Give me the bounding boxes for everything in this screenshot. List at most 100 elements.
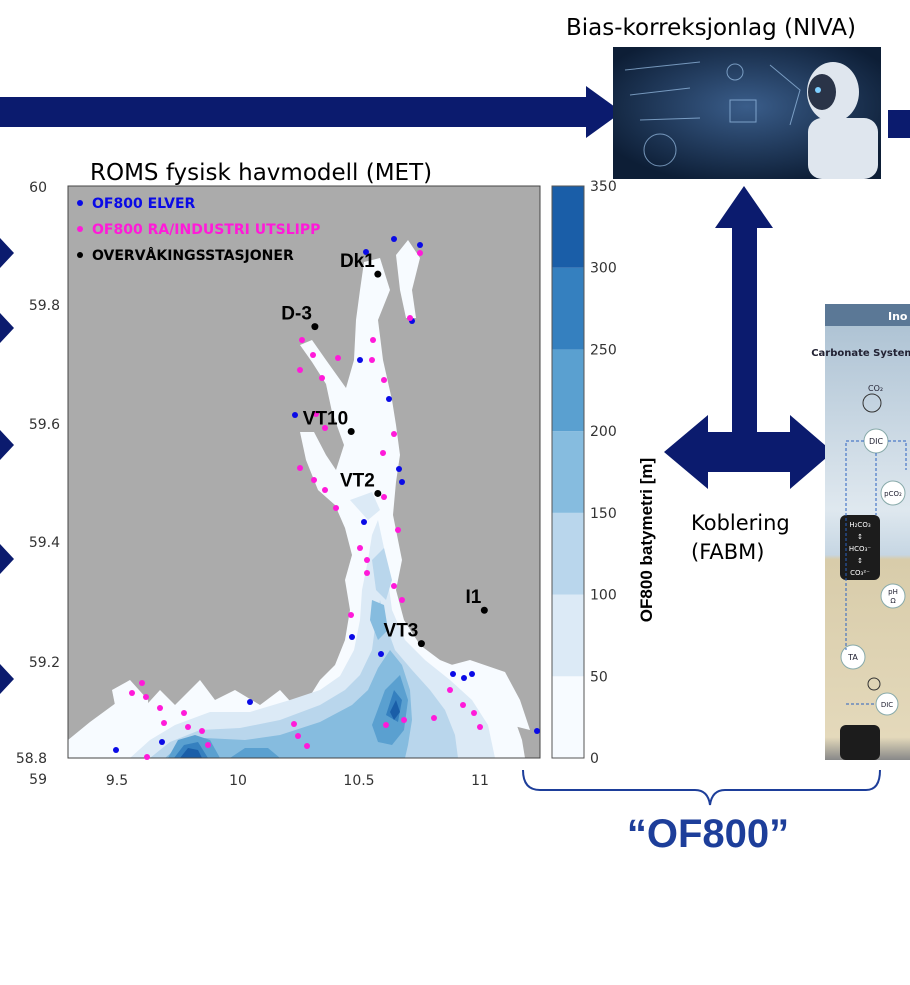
- river-point: [113, 747, 119, 753]
- colorbar-segment: [552, 594, 584, 677]
- river-point: [159, 739, 165, 745]
- station-label: VT2: [340, 470, 375, 491]
- station-label: D-3: [281, 304, 312, 325]
- river-point: [391, 236, 397, 242]
- river-point: [292, 412, 298, 418]
- industry-point: [431, 715, 437, 721]
- river-point: [396, 466, 402, 472]
- river-point: [469, 671, 475, 677]
- industry-point: [299, 337, 305, 343]
- coupling-label-1: Koblering: [691, 511, 790, 535]
- output-arrow-stub: [888, 110, 910, 138]
- carbonate-species-text: ↕: [857, 533, 863, 541]
- legend-station-label: OVERVÅKINGSSTASJONER: [92, 247, 294, 264]
- station-marker: [417, 640, 425, 648]
- carbonate-species-text: ↕: [857, 557, 863, 565]
- ph-node: [880, 583, 906, 609]
- industry-point: [205, 742, 211, 748]
- industry-point: [199, 728, 205, 734]
- colorbar-label: OF800 batymetri [m]: [637, 458, 656, 622]
- y-tick-label: 59.2: [29, 655, 60, 671]
- industry-points: [129, 250, 483, 760]
- x-tick-label: 10: [229, 773, 247, 789]
- station-marker: [374, 270, 382, 278]
- carbonate-species-box: [840, 515, 880, 580]
- colorbar-tick-label: 350: [590, 179, 617, 195]
- legend-industry-marker: [77, 226, 83, 232]
- legend-river-label: OF800 ELVER: [92, 196, 196, 212]
- dic-sediment-node: [875, 692, 899, 716]
- industry-point: [181, 710, 187, 716]
- industry-point: [291, 721, 297, 727]
- station-label: Dk1: [340, 251, 375, 272]
- industry-point: [129, 690, 135, 696]
- colorbar-segment: [552, 676, 584, 758]
- river-point: [399, 479, 405, 485]
- industry-point: [310, 352, 316, 358]
- ph-label: pH: [888, 588, 898, 596]
- industry-point: [460, 702, 466, 708]
- top-flow-arrow: [0, 86, 622, 138]
- map-y-axis: 60 59.8 59.6 59.4 59.2 59 58.8: [16, 180, 60, 788]
- river-points: [113, 236, 540, 753]
- legend-station-marker: [77, 252, 83, 258]
- industry-point: [297, 367, 303, 373]
- river-point: [357, 357, 363, 363]
- industry-point: [395, 527, 401, 533]
- industry-point: [471, 710, 477, 716]
- colorbar-tick-label: 0: [590, 751, 599, 767]
- colorbar-tick-label: 150: [590, 506, 617, 522]
- industry-point: [139, 680, 145, 686]
- industry-point: [407, 315, 413, 321]
- bathymetry-map: [67, 185, 541, 759]
- colorbar-segment: [552, 267, 584, 350]
- ta-label: TA: [847, 653, 858, 662]
- industry-point: [477, 724, 483, 730]
- x-tick-label: 10.5: [343, 773, 374, 789]
- industry-point: [401, 717, 407, 723]
- carbonate-species-text: CO₃²⁻: [850, 569, 870, 577]
- industry-point: [380, 450, 386, 456]
- of800-label: “OF800”: [627, 812, 789, 856]
- industry-point: [295, 733, 301, 739]
- river-point: [361, 519, 367, 525]
- legend-river-marker: [77, 200, 83, 206]
- ta-node: [840, 644, 866, 670]
- colorbar-tick-label: 100: [590, 588, 617, 604]
- colorbar-segment: [552, 431, 584, 513]
- map-legend: OF800 ELVER OF800 RA/INDUSTRI UTSLIPP OV…: [77, 196, 320, 264]
- y-tick-label: 59.8: [29, 298, 60, 314]
- pco2-label: pCO₂: [884, 490, 902, 498]
- industry-point: [322, 425, 328, 431]
- industry-point: [319, 375, 325, 381]
- station-marker: [480, 606, 488, 614]
- colorbar-tick-label: 300: [590, 261, 617, 277]
- industry-point: [313, 411, 319, 417]
- y-tick-label: 59: [29, 772, 47, 788]
- industry-point: [381, 494, 387, 500]
- left-input-arrows: [0, 238, 14, 694]
- industry-point: [297, 465, 303, 471]
- station-label: VT10: [303, 408, 348, 429]
- industry-point: [144, 754, 150, 760]
- y-tick-label: 59.4: [29, 535, 60, 551]
- industry-point: [185, 724, 191, 730]
- colorbar-segment: [552, 186, 584, 268]
- industry-point: [364, 570, 370, 576]
- coupling-label-2: (FABM): [691, 540, 764, 564]
- inset-header: Ino: [888, 310, 908, 323]
- industry-point: [333, 505, 339, 511]
- industry-point: [157, 705, 163, 711]
- industry-point: [369, 357, 375, 363]
- ai-robot-image: [613, 47, 881, 179]
- industry-point: [447, 687, 453, 693]
- river-point: [247, 699, 253, 705]
- y-tick-label: 60: [29, 180, 47, 196]
- carbonate-species-text: HCO₃⁻: [849, 545, 871, 553]
- station-marker: [311, 323, 319, 331]
- river-point: [450, 671, 456, 677]
- industry-point: [304, 743, 310, 749]
- legend-industry-label: OF800 RA/INDUSTRI UTSLIPP: [92, 222, 320, 238]
